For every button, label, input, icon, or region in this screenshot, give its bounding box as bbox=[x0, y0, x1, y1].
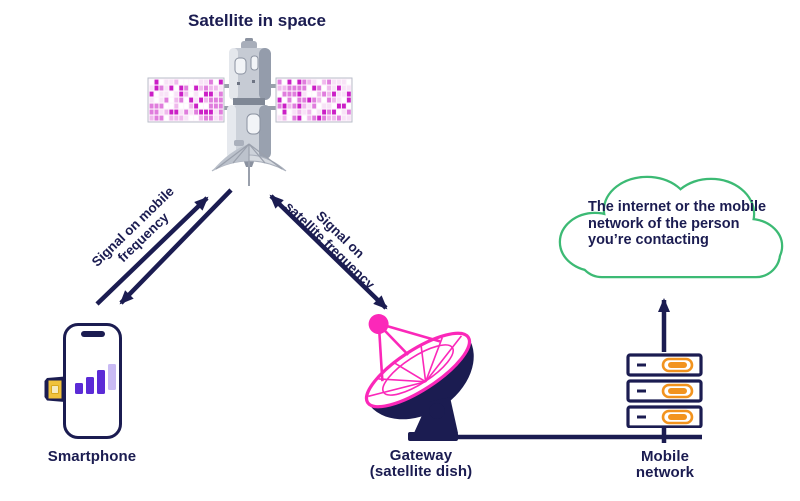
cloud-text-line2: the mobile network bbox=[588, 199, 767, 232]
smartphone-icon bbox=[63, 323, 122, 439]
cloud-text-line3: of the person you’re bbox=[588, 215, 740, 249]
satellite-antenna bbox=[241, 41, 257, 50]
cloud-text: The internet or the mobile network of th… bbox=[588, 199, 778, 249]
signal-bar bbox=[108, 364, 116, 390]
cloud-text-line4: contacting bbox=[635, 232, 709, 248]
satellite-icon bbox=[147, 38, 353, 186]
feed-ball bbox=[368, 314, 389, 335]
satellite-detail bbox=[237, 82, 240, 85]
phone-notch bbox=[80, 331, 105, 337]
signal-bar bbox=[75, 383, 83, 394]
satellite-highlight bbox=[227, 105, 236, 159]
dish-mesh-lines bbox=[368, 335, 463, 398]
solar-panel-cells bbox=[149, 79, 223, 121]
satellite-shade bbox=[259, 105, 271, 159]
satellite-dish-icon bbox=[364, 314, 474, 441]
gateway-label: Gateway (satellite dish) bbox=[341, 448, 501, 480]
downlink-arrow bbox=[119, 188, 233, 305]
gateway-label-line1: Gateway bbox=[389, 447, 453, 464]
solar-panel-cells bbox=[277, 79, 351, 121]
cloud-text-line1: The internet or bbox=[588, 199, 690, 215]
satellite-detail bbox=[234, 140, 244, 146]
satellite-ring bbox=[233, 98, 265, 105]
satellite-detail bbox=[252, 80, 255, 83]
smartphone-label: Smartphone bbox=[47, 448, 137, 465]
satellite-window bbox=[246, 113, 261, 135]
mobile-network-label-line2: network bbox=[635, 464, 695, 481]
feed-struts bbox=[377, 323, 441, 382]
mobile-network-label-line1: Mobile bbox=[640, 448, 690, 465]
satellite-window bbox=[234, 57, 247, 75]
dish-ribs bbox=[215, 143, 283, 170]
server-icon bbox=[626, 353, 703, 428]
signal-bar bbox=[86, 377, 94, 394]
signal-bar bbox=[97, 370, 105, 394]
satellite-shade bbox=[259, 48, 271, 100]
satellite-window bbox=[250, 55, 259, 71]
cloud-shape bbox=[558, 175, 784, 279]
mobile-network-label: Mobile network bbox=[585, 449, 745, 481]
gateway-label-line2: (satellite dish) bbox=[369, 463, 473, 480]
pedestal-base bbox=[408, 432, 458, 441]
sim-card-icon bbox=[44, 376, 65, 402]
server-light bbox=[661, 357, 694, 425]
satellite-gateway-arrow bbox=[269, 194, 388, 310]
pedestal-joint bbox=[429, 403, 445, 419]
diagram-title: Satellite in space bbox=[188, 11, 326, 30]
server-dash bbox=[637, 363, 646, 419]
uplink-arrow bbox=[95, 196, 209, 306]
